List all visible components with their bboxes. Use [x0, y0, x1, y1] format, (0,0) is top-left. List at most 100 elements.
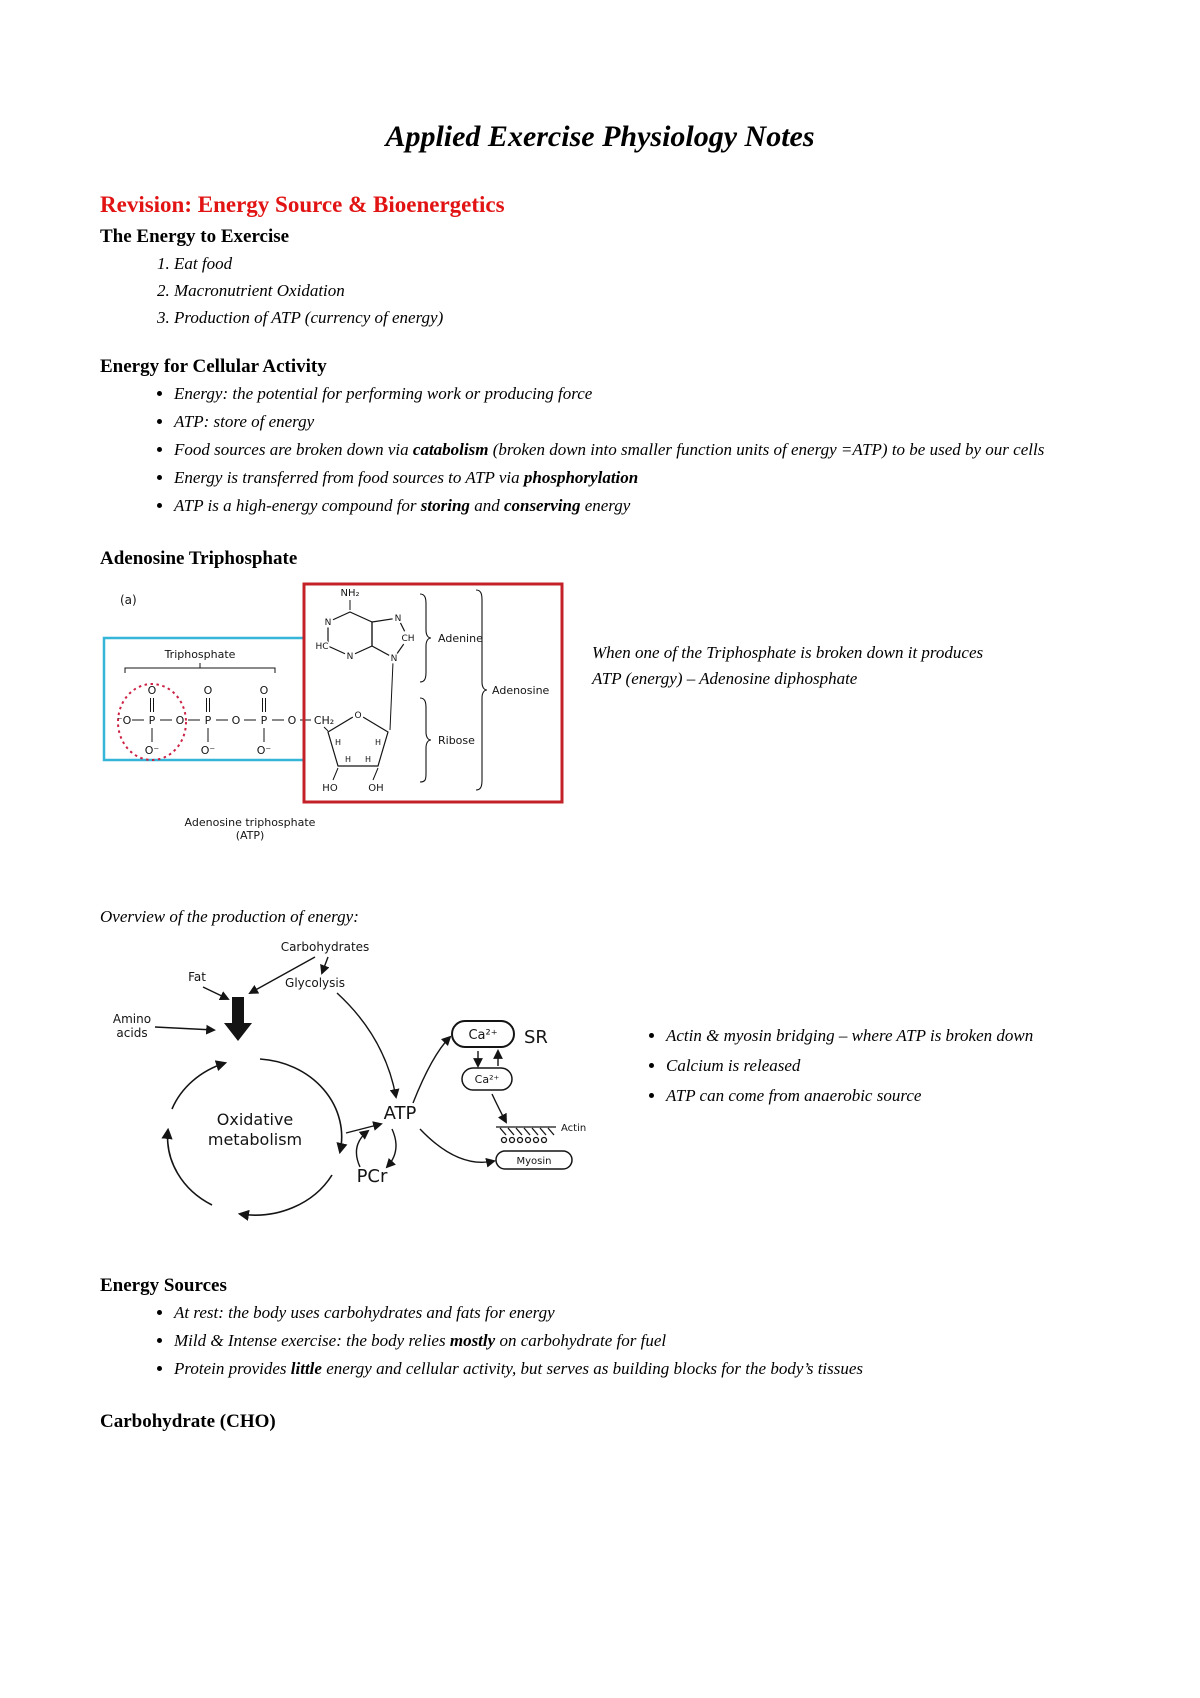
- oh-label: OH: [368, 783, 383, 794]
- atp-sr-arrow: [412, 1035, 452, 1104]
- fat-label: Fat: [188, 970, 206, 984]
- text-segment: Mild & Intense exercise: the body relies: [174, 1331, 450, 1350]
- energy-to-exercise-heading: The Energy to Exercise: [100, 226, 290, 247]
- item-text: Eat food: [174, 254, 233, 273]
- actin-band: [496, 1126, 556, 1144]
- text-segment: Food sources are broken down via: [174, 440, 413, 459]
- ring-o: O: [354, 711, 361, 721]
- atp-label: ATP: [384, 1103, 417, 1124]
- bullet-item: Energy is transferred from food sources …: [174, 466, 1100, 490]
- hydroxyl-bonds: [332, 767, 379, 781]
- label-halo: [388, 652, 400, 664]
- sr-label: SR: [524, 1027, 548, 1048]
- item-text: Production of ATP (currency of energy): [174, 308, 444, 327]
- triphosphate-bracket: [124, 663, 276, 673]
- ring-h: H: [335, 738, 341, 747]
- ho-label: HO: [322, 783, 338, 794]
- ring-h: H: [375, 738, 381, 747]
- phosphate-dotted-circle: [117, 683, 187, 761]
- atom-p: P: [149, 714, 156, 727]
- glycolysis-atp-arrow: [336, 992, 400, 1099]
- oxidative-label: metabolism: [208, 1130, 302, 1149]
- item-text: Actin & myosin bridging – where ATP is b…: [666, 1026, 1034, 1045]
- adenine-brace: [419, 593, 432, 683]
- ring-n: N: [325, 618, 332, 628]
- atp-figure-row: (a) Triphosphate ⁻O P O P O P O CH₂ O O …: [100, 580, 1100, 845]
- carbohydrates-label: Carbohydrates: [281, 940, 370, 954]
- amino-arrow: [154, 1024, 216, 1035]
- item-text: ATP can come from anaerobic source: [666, 1086, 922, 1105]
- fig-panel-label: (a): [120, 593, 137, 607]
- text-segment: ATP is a high-energy compound for: [174, 496, 421, 515]
- cellular-activity-heading: Energy for Cellular Activity: [100, 356, 327, 377]
- ca-label: Ca²⁺: [475, 1073, 500, 1086]
- adenine-label: Adenine: [438, 632, 483, 645]
- atom-o-top: O: [204, 684, 213, 697]
- figure-caption-line1: Adenosine triphosphate: [185, 816, 316, 829]
- adenosine-box: [302, 582, 564, 804]
- label-halo: [352, 708, 364, 720]
- cycle-arc: [237, 1174, 333, 1221]
- item-text: Macronutrient Oxidation: [174, 281, 345, 300]
- figure-braces: [419, 589, 488, 791]
- bullet-item: Calcium is released: [666, 1053, 1038, 1079]
- revision-section-heading: Revision: Energy Source & Bioenergetics: [100, 192, 505, 217]
- ca-capsule: [461, 1067, 513, 1091]
- bullet-item: Actin & myosin bridging – where ATP is b…: [666, 1023, 1038, 1049]
- ring-hc: HC: [315, 642, 328, 652]
- bullet-item: ATP is a high-energy compound for storin…: [174, 494, 1100, 518]
- ribose-label: Ribose: [438, 734, 475, 747]
- ring-h: H: [365, 755, 371, 764]
- ch2-ribose-bond: [323, 726, 329, 732]
- double-bonds: [150, 698, 266, 712]
- ribose-structure: O H H H H HO OH: [322, 708, 389, 794]
- atom-o: O: [288, 714, 297, 727]
- item-text: ATP: store of energy: [174, 412, 315, 431]
- amino-acids-label: acids: [116, 1026, 147, 1040]
- item-text: At rest: the body uses carbohydrates and…: [174, 1303, 555, 1322]
- bullet-item: ATP can come from anaerobic source: [666, 1083, 1038, 1109]
- text-segment: (broken down into smaller function units…: [488, 440, 1045, 459]
- myosin-capsule: [495, 1150, 573, 1170]
- energy-sources-heading: Energy Sources: [100, 1275, 227, 1296]
- text-segment: energy: [580, 496, 631, 515]
- single-bonds: [151, 728, 265, 742]
- label-halo: [314, 638, 330, 654]
- ring-ch: CH: [401, 634, 414, 644]
- energy-sources-list: At rest: the body uses carbohydrates and…: [100, 1301, 1100, 1381]
- ca-actin-arrow: [491, 1093, 507, 1124]
- atom-o-bottom: O⁻: [145, 744, 160, 757]
- ca-sr-capsule: [451, 1020, 515, 1048]
- bullet-item: Mild & Intense exercise: the body relies…: [174, 1329, 1100, 1353]
- atom-o-terminal: ⁻O: [117, 714, 132, 727]
- crossbridge-head: [532, 1136, 540, 1144]
- actin-hatching: [499, 1127, 555, 1136]
- atp-myosin-arrow: [419, 1128, 496, 1168]
- energy-to-exercise-list: Eat food Macronutrient Oxidation Product…: [100, 252, 1100, 330]
- bold-term: little: [290, 1359, 322, 1378]
- atom-p: P: [261, 714, 268, 727]
- ring-n: N: [347, 652, 354, 662]
- crossbridge-head: [500, 1136, 508, 1144]
- bullet-item: At rest: the body uses carbohydrates and…: [174, 1301, 1100, 1325]
- atom-p: P: [205, 714, 212, 727]
- atom-o-bottom: O⁻: [201, 744, 216, 757]
- atom-o: O: [176, 714, 185, 727]
- overview-caption: Overview of the production of energy:: [100, 907, 359, 926]
- bullet-item: Protein provides little energy and cellu…: [174, 1357, 1100, 1381]
- crossbridge-head: [516, 1136, 524, 1144]
- bullet-item: Food sources are broken down via catabol…: [174, 438, 1100, 462]
- item-text: Calcium is released: [666, 1056, 801, 1075]
- numbered-item: Macronutrient Oxidation: [174, 279, 1100, 303]
- crossbridge-head: [524, 1136, 532, 1144]
- overview-side-bullets: Actin & myosin bridging – where ATP is b…: [640, 1019, 1038, 1113]
- label-halo: [392, 612, 404, 624]
- energy-production-figure: Carbohydrates Fat Glycolysis Amino acids…: [113, 940, 586, 1221]
- bullet-item: ATP: store of energy: [174, 410, 1100, 434]
- carbohydrate-heading: Carbohydrate (CHO): [100, 1411, 276, 1432]
- thick-input-arrow: [224, 997, 252, 1041]
- text-segment: and: [469, 496, 504, 515]
- bold-term: mostly: [449, 1331, 496, 1350]
- atom-o-bottom: O⁻: [257, 744, 272, 757]
